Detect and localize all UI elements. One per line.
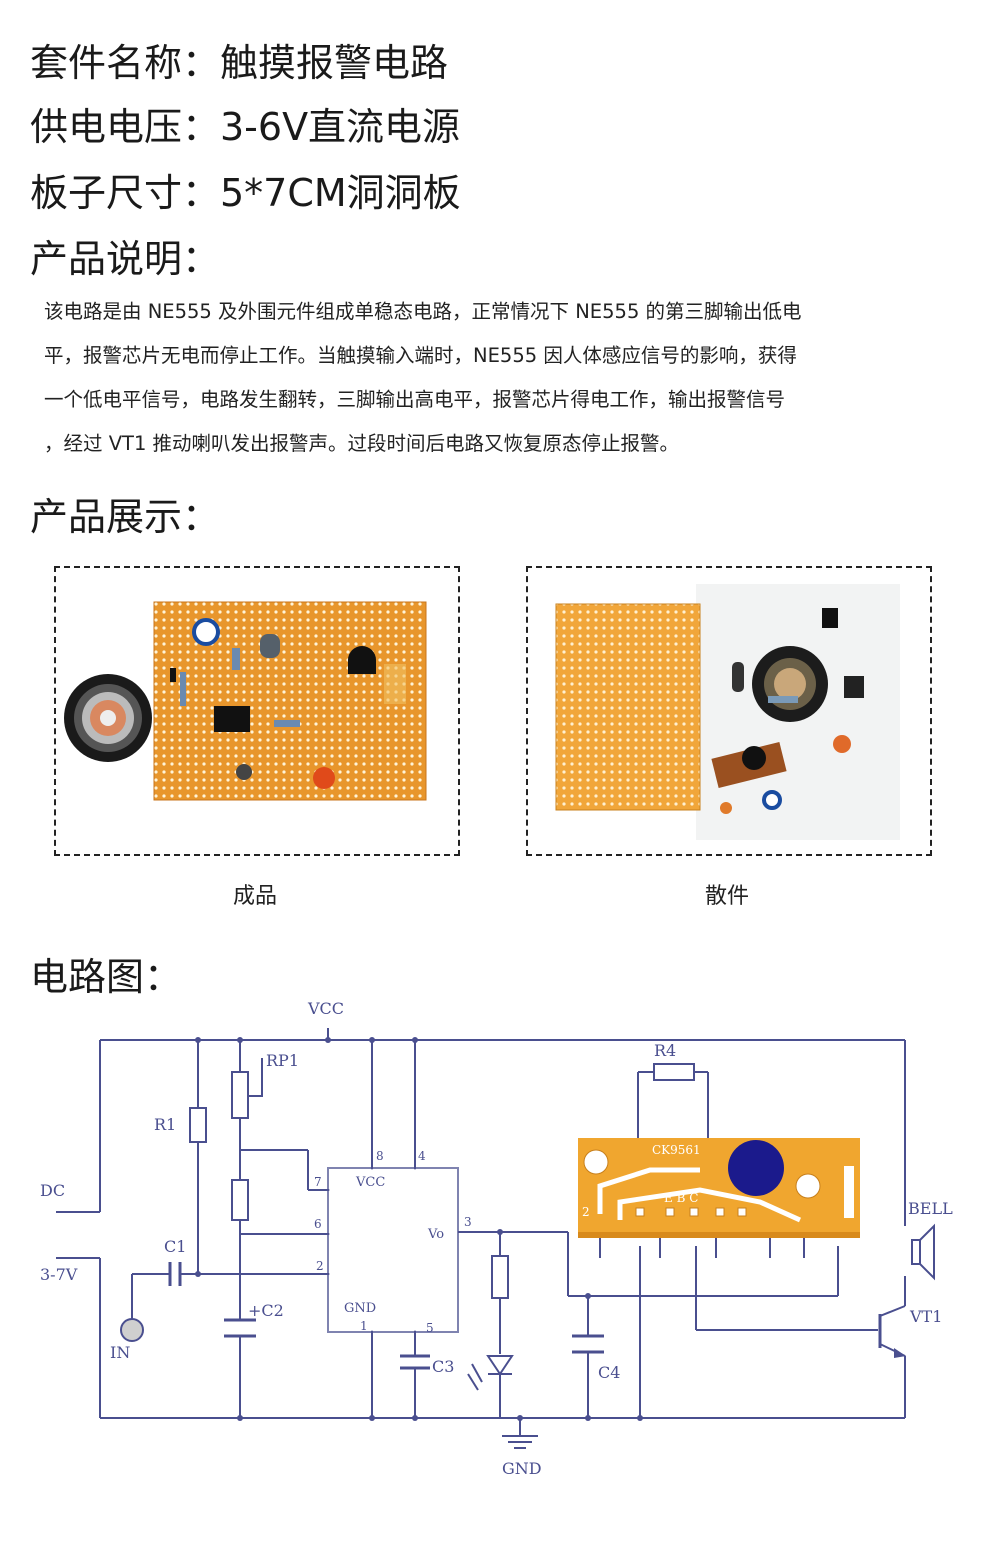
description-body: 该电路是由 NE555 及外围元件组成单稳态电路，正常情况下 NE555 的第三…: [44, 290, 959, 466]
label-bell: BELL: [908, 1199, 953, 1218]
kit-parts-caption: 散件: [704, 884, 749, 909]
led-icon: [467, 1355, 514, 1391]
label-in: IN: [110, 1343, 130, 1362]
resistor-r1: [189, 1107, 207, 1143]
label-pin2: 2: [316, 1259, 324, 1273]
label-pin8: 8: [376, 1149, 384, 1163]
description-line: 平，报警芯片无电而停止工作。当触摸输入端时，NE555 因人体感应信号的影响，获…: [44, 344, 797, 367]
label-c2: +C2: [248, 1301, 284, 1320]
description-line: ，经过 VT1 推动喇叭发出报警声。过段时间后电路又恢复原态停止报警。: [44, 432, 680, 455]
transistor-arrow: [894, 1348, 906, 1358]
supply-voltage: 供电电压：3-6V直流电源: [30, 105, 461, 149]
board-size: 板子尺寸：5*7CM洞洞板: [30, 171, 461, 215]
label-pin5: 5: [426, 1321, 434, 1335]
alarm-chip-board: [578, 1138, 860, 1258]
description-line: 该电路是由 NE555 及外围元件组成单稳态电路，正常情况下 NE555 的第三…: [44, 300, 802, 323]
label-r4: R4: [654, 1041, 676, 1060]
resistor-r2: [231, 1179, 249, 1221]
label-c3: C3: [432, 1357, 454, 1376]
description-line: 一个低电平信号，电路发生翻转，三脚输出高电平，报警芯片得电工作，输出报警信号: [44, 388, 786, 411]
label-pin1: 1: [360, 1319, 368, 1333]
label-r1: R1: [154, 1115, 176, 1134]
label-pin6: 6: [314, 1217, 322, 1231]
speaker-icon: [64, 674, 152, 762]
label-chip-pin: 2: [582, 1205, 590, 1219]
touch-input-terminal: [120, 1318, 144, 1342]
chip-blob: [728, 1140, 784, 1196]
circuit-diagram: VCC RP1 R1 R4 DC 3-7V C1 +C2 C3 C4 IN GN…: [40, 999, 953, 1478]
label-c4: C4: [598, 1363, 620, 1382]
perf-board: [555, 603, 701, 811]
kit-name: 套件名称：触摸报警电路: [30, 41, 449, 85]
label-c1: C1: [164, 1237, 186, 1256]
label-ebc: E B C: [664, 1191, 698, 1205]
label-vt1: VT1: [909, 1307, 942, 1326]
description-heading: 产品说明：: [30, 237, 221, 281]
label-vcc: VCC: [307, 999, 344, 1018]
bell-speaker-icon: [911, 1223, 935, 1281]
circuit-heading: 电路图：: [30, 955, 183, 999]
kit-parts-photo: [555, 584, 900, 840]
kit-parts-frame: [526, 566, 932, 856]
label-vo: Vo: [427, 1227, 444, 1242]
label-dc-range: 3-7V: [40, 1265, 78, 1284]
finished-product-photo: [64, 601, 427, 801]
label-dc: DC: [40, 1181, 65, 1200]
finished-product-caption: 成品: [232, 884, 277, 909]
label-rp1: RP1: [266, 1051, 299, 1070]
label-chip-model: CK9561: [652, 1143, 701, 1157]
label-gnd: GND: [502, 1459, 542, 1478]
potentiometer-rp1: [231, 1071, 249, 1119]
speaker-icon: [752, 646, 828, 722]
label-vcc-pin: VCC: [355, 1175, 385, 1190]
label-pin3: 3: [464, 1215, 472, 1229]
ne555-chip: [327, 1167, 459, 1333]
resistor-led: [491, 1255, 509, 1299]
label-gnd-pin: GND: [344, 1301, 376, 1316]
showcase-heading: 产品展示：: [30, 495, 221, 539]
label-pin4: 4: [418, 1149, 426, 1163]
resistor-r4: [653, 1063, 695, 1081]
finished-product-frame: [54, 566, 460, 856]
label-pin7: 7: [314, 1175, 322, 1189]
circuit-wires: [56, 1028, 906, 1449]
